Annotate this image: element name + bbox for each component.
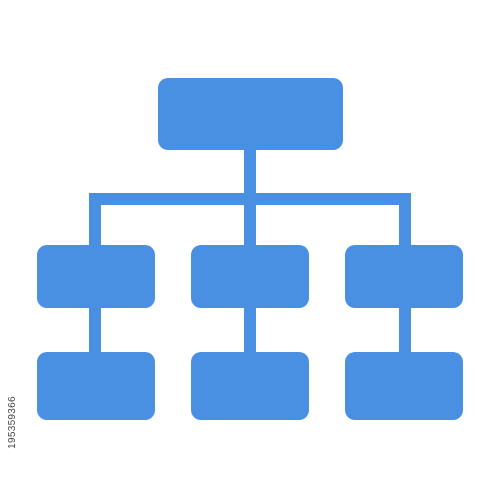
level2-node-left [37,245,155,308]
level3-node-left [37,352,155,420]
branch-drop-center-line [244,193,256,253]
branch-drop-right-line [399,193,411,253]
root-stem-line [244,145,256,195]
child-link-right-line [399,300,411,360]
level2-node-center [191,245,309,308]
branch-drop-left-line [89,193,101,253]
level2-node-right [345,245,463,308]
stock-id-text: 195359366 [6,396,18,449]
child-link-left-line [89,300,101,360]
chart-nodes [37,78,463,420]
root-node [158,78,343,150]
child-link-center-line [244,300,256,360]
level3-node-center [191,352,309,420]
connector-lines [89,145,411,360]
stock-id-watermark: 195359366 [2,250,22,500]
level3-node-right [345,352,463,420]
